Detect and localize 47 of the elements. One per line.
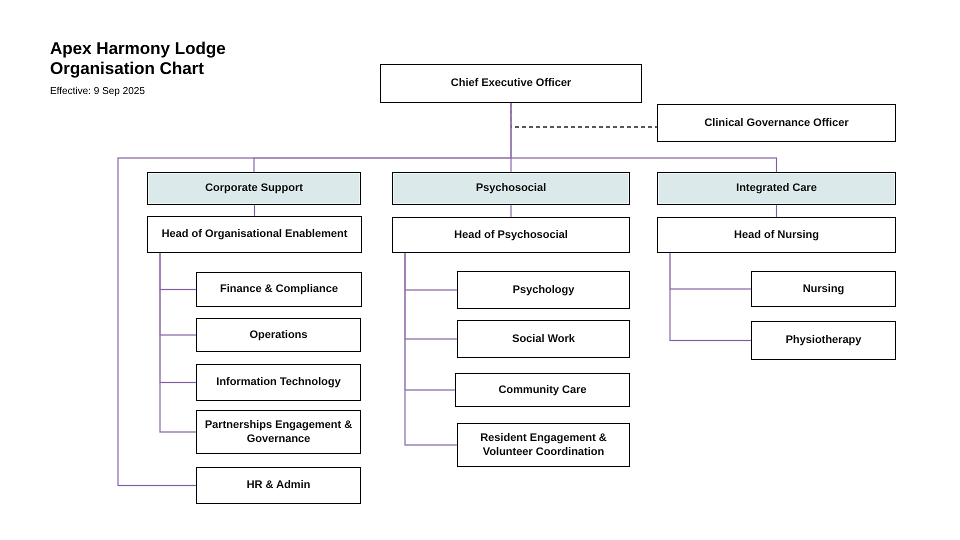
role-title: Integrated Care [736,181,817,196]
role-title: Nursing [802,282,844,296]
role-box [196,272,362,307]
connector-line [510,205,512,217]
role-title: Resident Engagement & Volunteer Coordination [479,430,608,460]
connector-line [669,253,751,342]
role-title: Operations [249,328,308,342]
role-title: Partnerships Engagement & Governance [204,418,354,446]
role-title: Chief Executive Officer [450,76,572,91]
role-title: Psychology [512,282,574,298]
effective-date: Effective: 9 Sep 2025 [50,86,145,97]
role-box [457,271,630,309]
role-box [147,216,362,253]
role-title: Head of Organisational Enablement [162,227,348,242]
role-box [196,410,361,454]
role-box [380,64,642,103]
connector-line [159,253,196,433]
role-box [196,364,361,401]
connector-line [404,253,457,446]
role-box [455,373,630,407]
role-title: Clinical Governance Officer [704,116,849,130]
department-box [392,172,630,205]
role-box [751,271,896,307]
department-box [147,172,361,205]
department-box [657,172,896,205]
role-box [751,321,896,360]
role-box [392,217,630,253]
role-title: Psychosocial [476,181,546,196]
chart-title: Apex Harmony Lodge Organisation Chart [50,39,227,80]
role-title: Information Technology [216,375,341,390]
role-title: Finance & Compliance [220,282,338,297]
role-box [457,423,630,467]
connector-line [254,205,256,216]
role-box [657,217,896,253]
role-title: Corporate Support [205,181,303,196]
role-title: Head of Psychosocial [454,228,568,242]
role-title: Community Care [498,382,587,398]
role-title: Head of Nursing [734,228,819,242]
role-title: HR & Admin [246,478,310,493]
role-box [196,318,361,352]
role-box [457,320,630,358]
role-box [196,467,361,504]
role-box [657,104,896,142]
connector-line [776,205,778,217]
role-title: Social Work [512,332,575,346]
role-title: Physiotherapy [786,333,862,348]
connector-line [117,103,512,486]
